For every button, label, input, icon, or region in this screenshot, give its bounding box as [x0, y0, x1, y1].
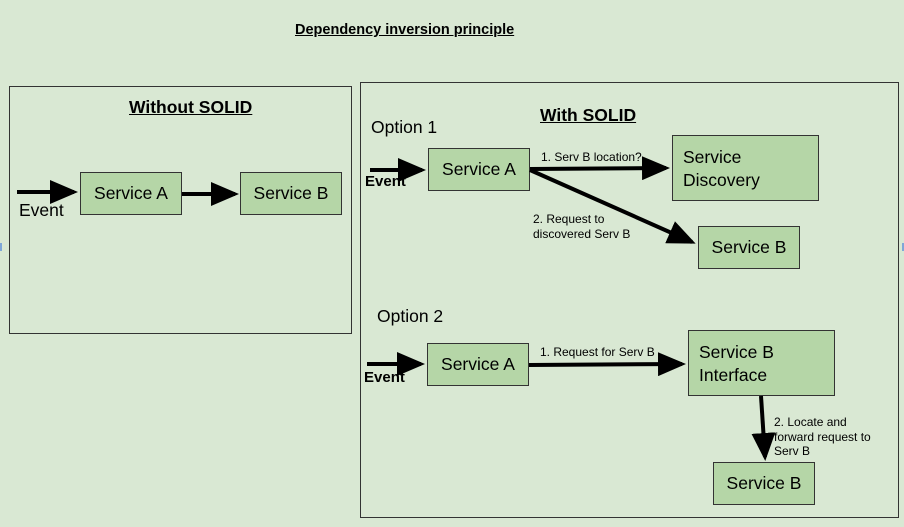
- left-edge-marker: [0, 243, 2, 251]
- left-event-label: Event: [19, 200, 64, 220]
- option2-event-label: Event: [364, 369, 405, 386]
- without-solid-heading: Without SOLID: [129, 97, 253, 117]
- option2-service-b-box[interactable]: Service B: [713, 462, 815, 505]
- option1-label: Option 1: [371, 117, 438, 137]
- left-service-a-box[interactable]: Service A: [80, 172, 182, 215]
- option1-edge1-label: 1. Serv B location?: [541, 150, 642, 164]
- option2-edge2-label: 2. Locate and forward request to Serv B: [774, 415, 871, 458]
- with-solid-heading: With SOLID: [540, 105, 637, 125]
- option1-service-a-box[interactable]: Service A: [428, 148, 530, 191]
- option1-a-to-discovery-arrow: [529, 156, 670, 181]
- option2-interface-to-b-arrow: [751, 395, 776, 461]
- left-service-b-box[interactable]: Service B: [240, 172, 342, 215]
- option1-event-label: Event: [365, 173, 406, 190]
- option1-a-to-b-arrow: [529, 168, 696, 244]
- page-title: Dependency inversion principle: [295, 22, 515, 38]
- option1-service-b-box[interactable]: Service B: [698, 226, 800, 269]
- option1-edge2-label: 2. Request to discovered Serv B: [533, 212, 631, 241]
- service-discovery-box[interactable]: Service Discovery: [672, 135, 819, 201]
- option2-label: Option 2: [377, 306, 444, 326]
- option2-edge1-label: 1. Request for Serv B: [540, 345, 655, 359]
- service-b-interface-box[interactable]: Service B Interface: [688, 330, 835, 396]
- option2-service-a-box[interactable]: Service A: [427, 343, 529, 386]
- option2-a-to-interface-arrow: [528, 352, 686, 377]
- right-edge-marker: [902, 243, 904, 251]
